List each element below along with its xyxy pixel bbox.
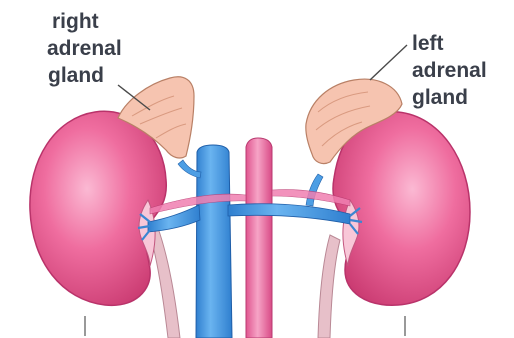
right-adrenal-label-line-1: right — [52, 10, 99, 34]
left-adrenal-label-line-3: gland — [412, 86, 468, 110]
inferior-vena-cava — [196, 145, 232, 338]
right-adrenal-label-line-2: adrenal — [47, 37, 122, 61]
left-adrenal-vein — [306, 174, 323, 206]
left-ureter — [318, 235, 340, 338]
left-adrenal-label-line-2: adrenal — [412, 59, 487, 83]
right-adrenal-label-line-3: gland — [48, 64, 104, 88]
aorta — [246, 138, 272, 338]
left-adrenal-leader-line — [370, 45, 407, 80]
left-adrenal-label-line-1: left — [412, 32, 444, 56]
